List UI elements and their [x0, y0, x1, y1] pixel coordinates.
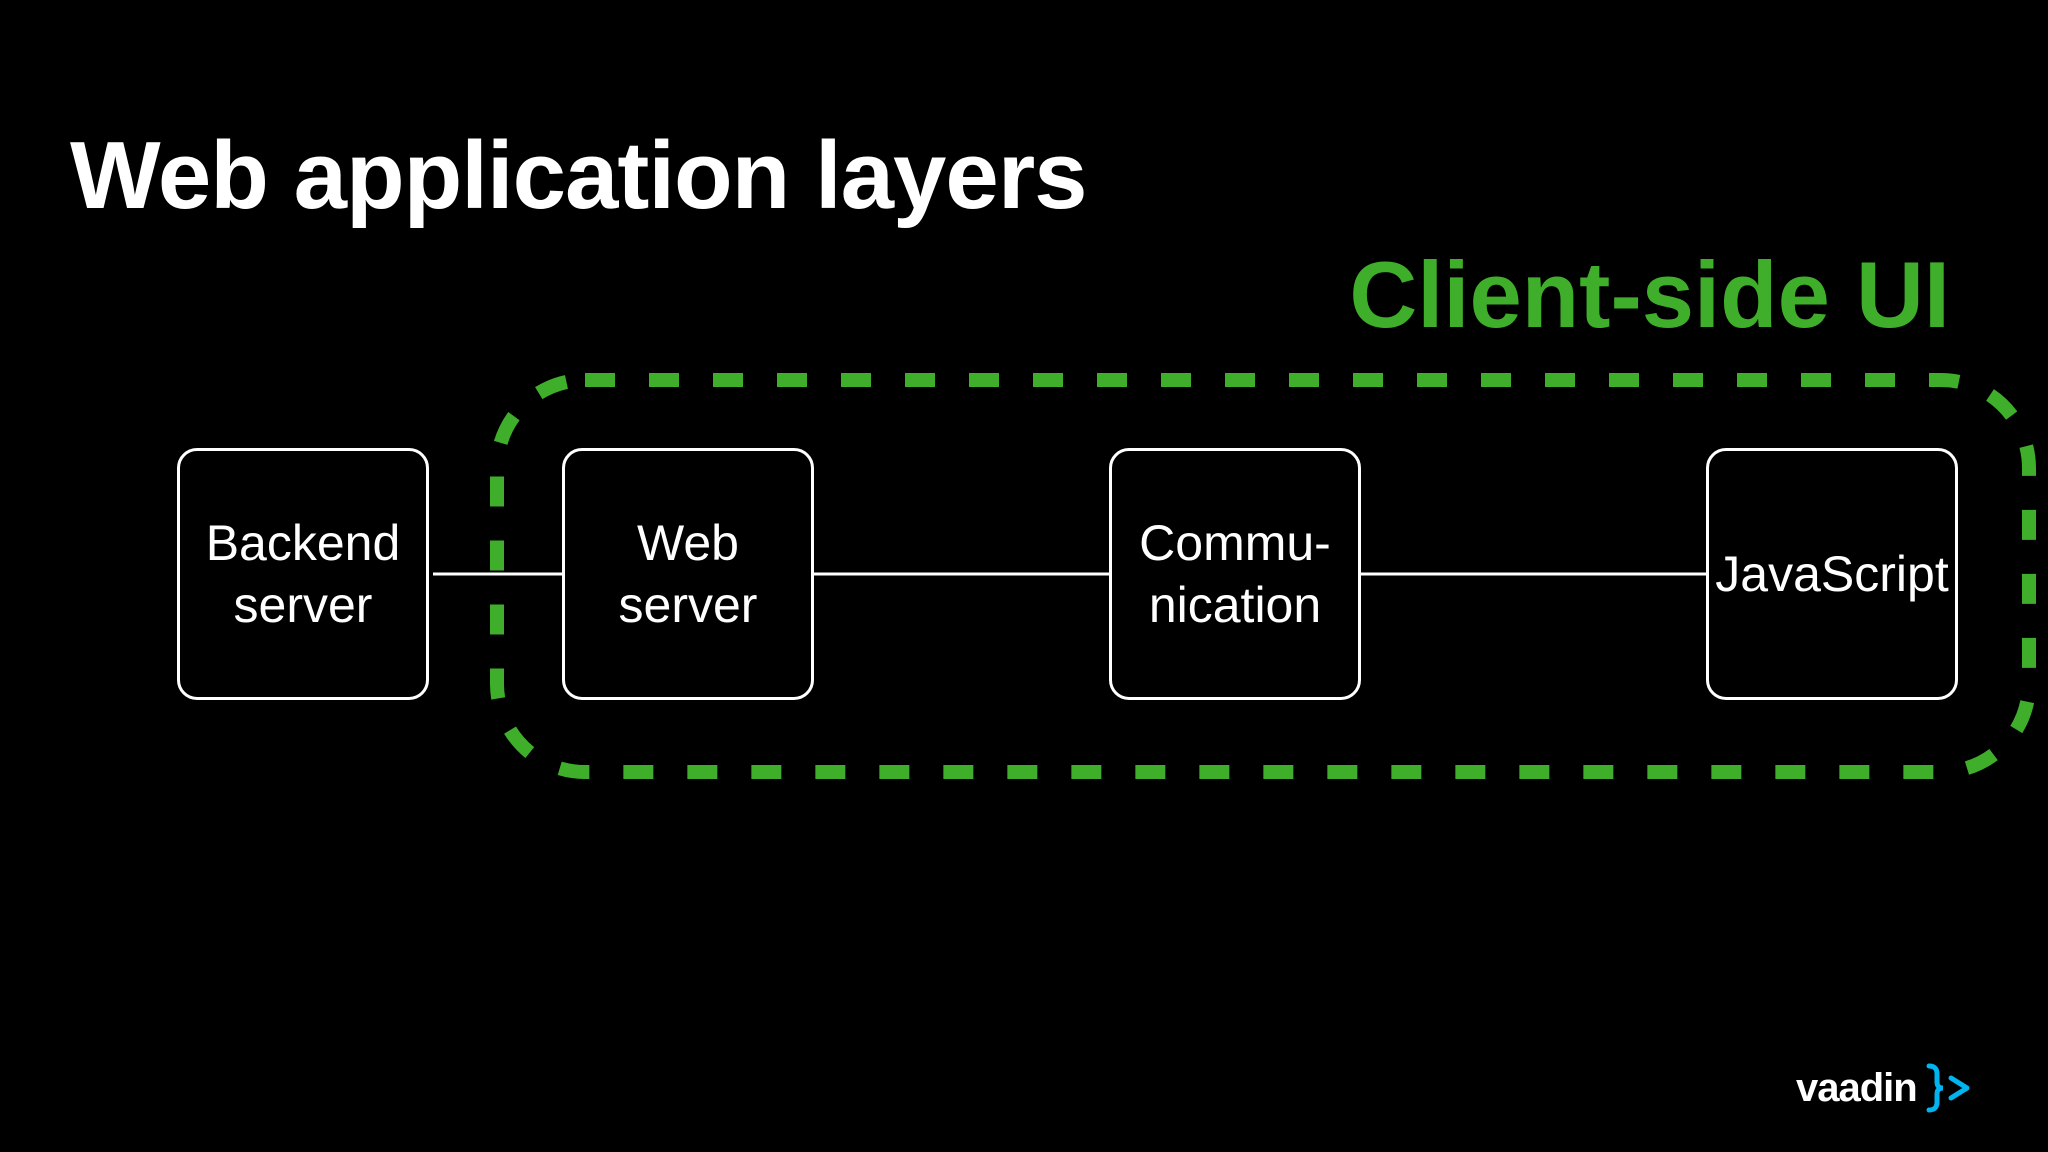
- node-backend-server: Backend server: [177, 448, 429, 700]
- node-communication: Commu- nication: [1109, 448, 1361, 700]
- client-side-ui-boundary: [490, 373, 2036, 779]
- node-web-server: Web server: [562, 448, 814, 700]
- node-communication-line2: nication: [1148, 577, 1322, 633]
- vaadin-logo-mark-icon: [1926, 1063, 1970, 1113]
- node-backend-server-line1: Backend: [205, 515, 401, 571]
- slide-title: Web application layers: [70, 122, 1088, 229]
- node-javascript-label: JavaScript: [1715, 546, 1949, 602]
- node-backend-server-line2: server: [233, 577, 373, 633]
- node-communication-line1: Commu-: [1139, 515, 1331, 571]
- vaadin-logo-text: vaadin: [1796, 1066, 1918, 1110]
- node-web-server-line1: Web: [637, 515, 739, 571]
- node-web-server-line2: server: [618, 577, 758, 633]
- node-javascript: JavaScript: [1706, 448, 1958, 700]
- client-side-ui-label: Client-side UI: [1349, 242, 1950, 347]
- vaadin-logo: vaadin: [1796, 1062, 1973, 1114]
